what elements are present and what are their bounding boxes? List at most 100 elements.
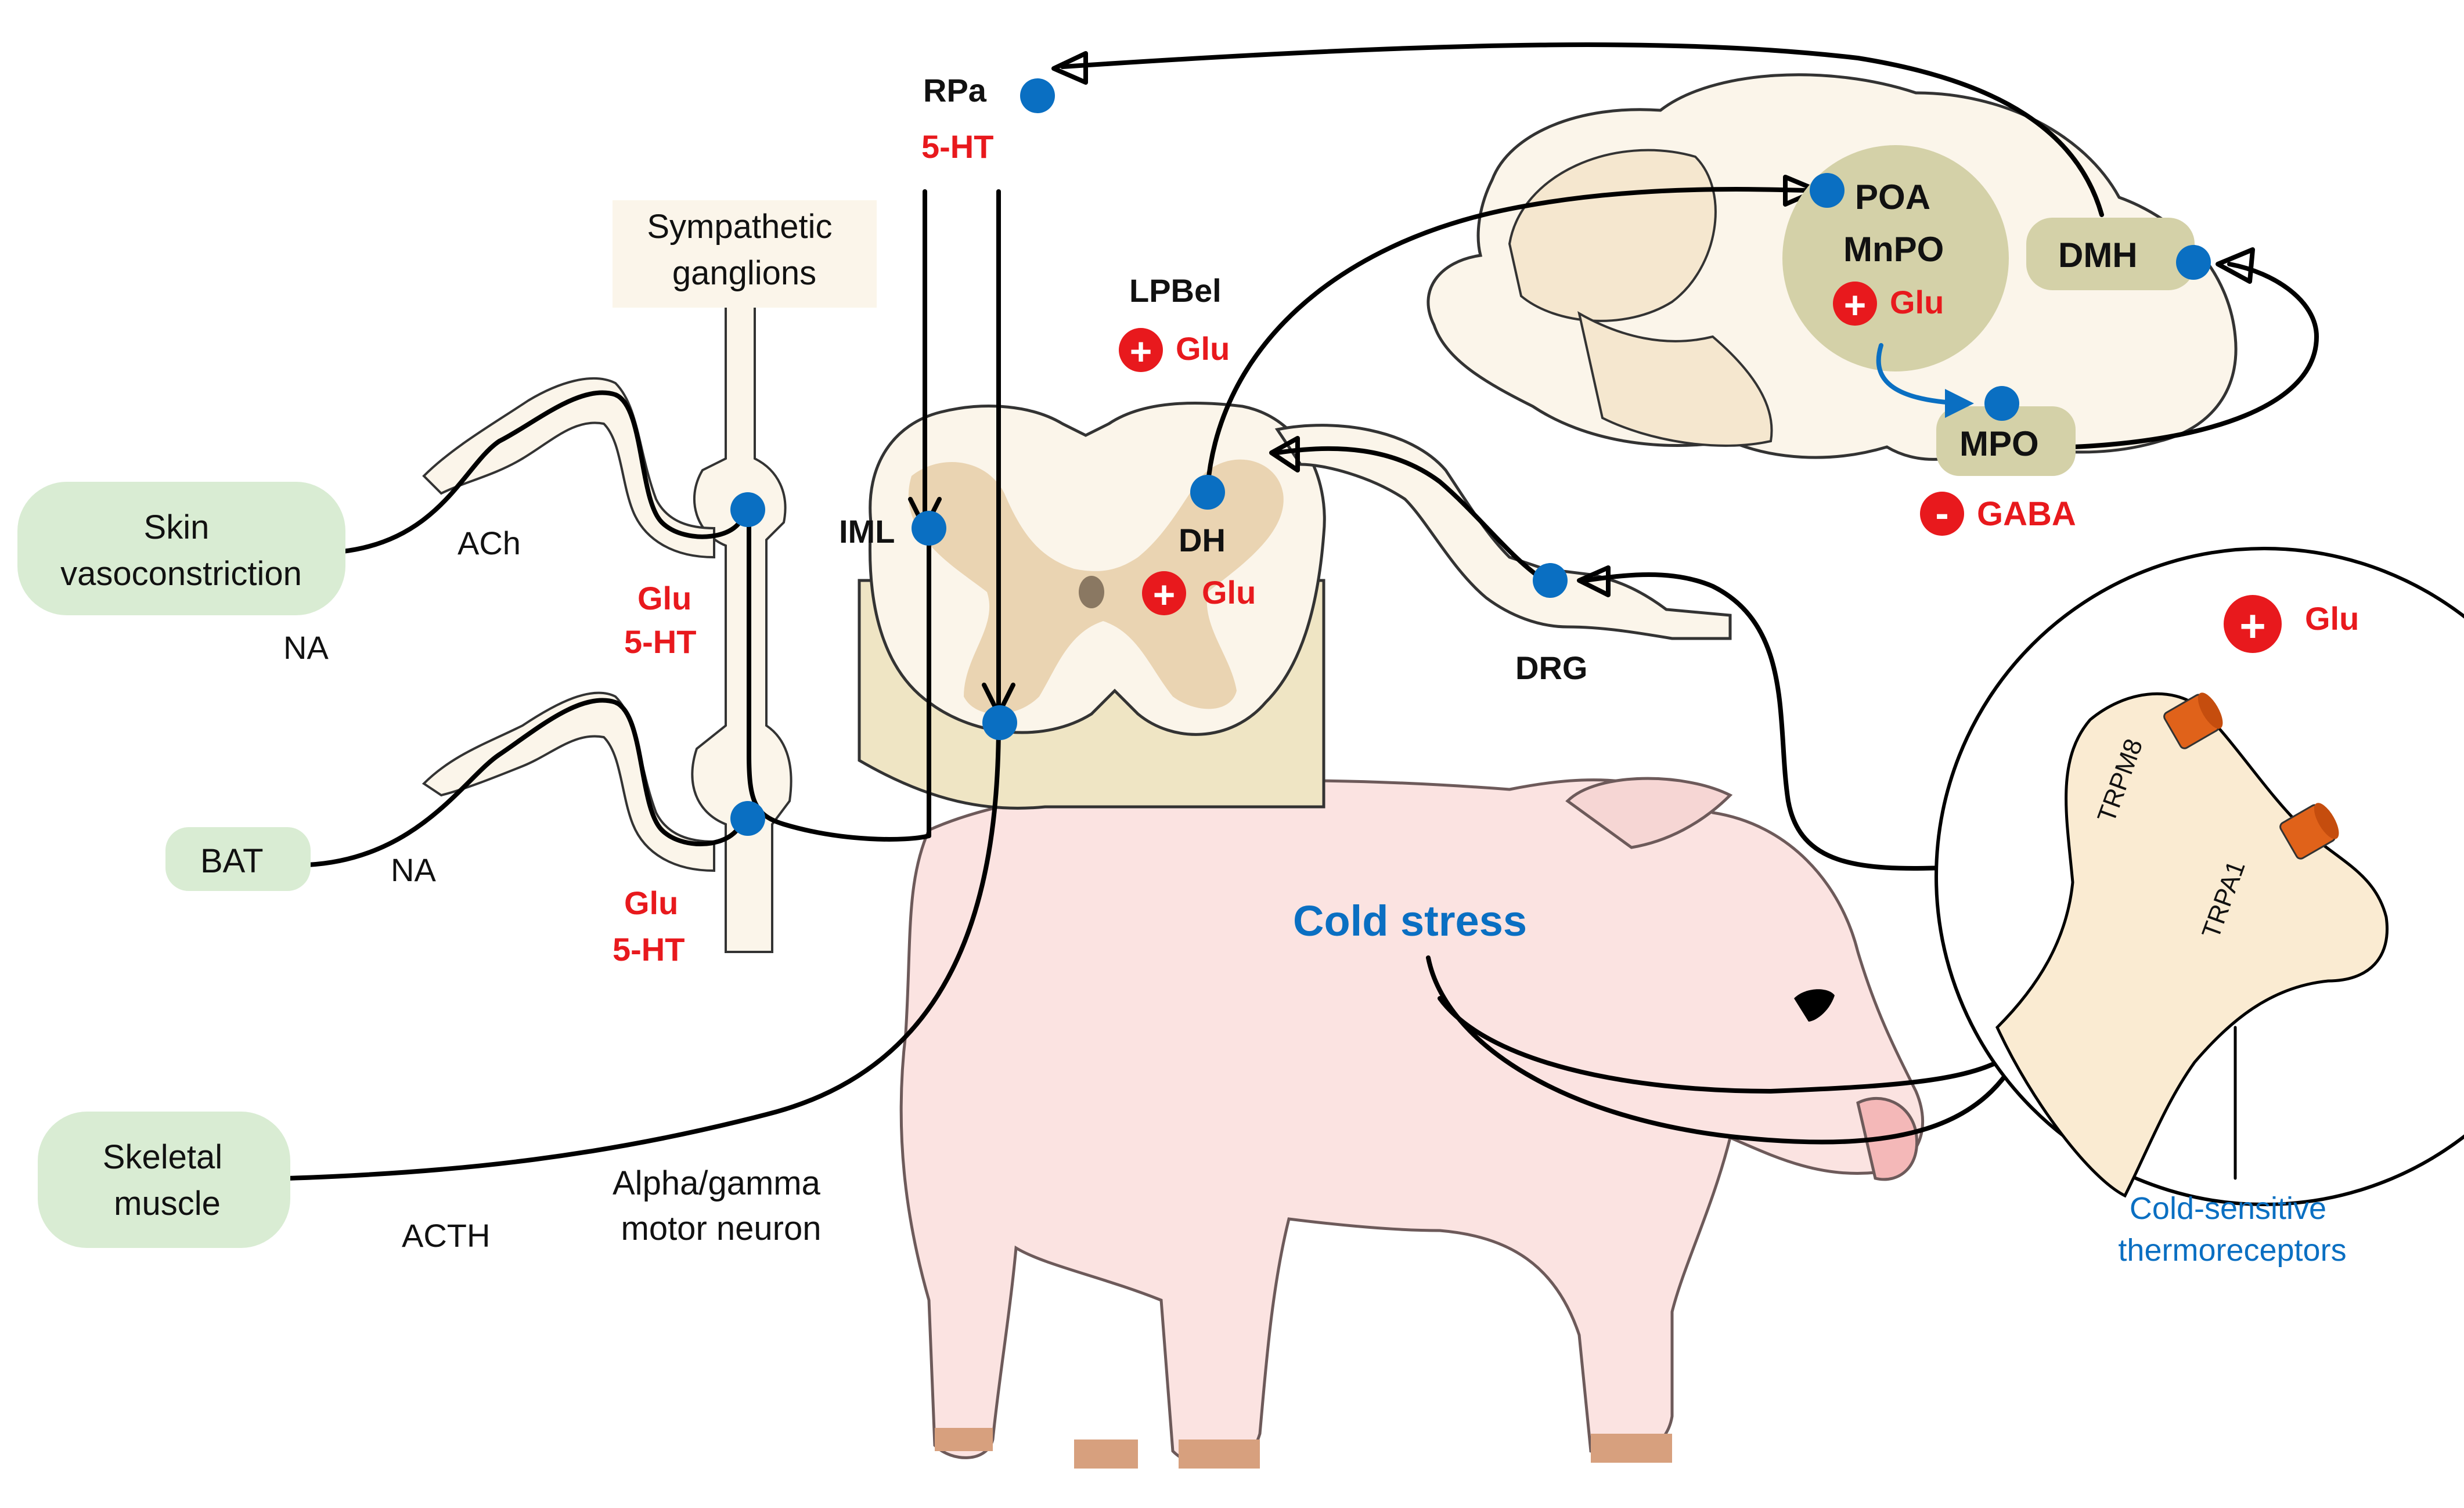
thermoreceptors-line2: thermoreceptors: [2118, 1233, 2346, 1268]
upper-ganglion-5ht-label: 5-HT: [624, 623, 696, 660]
pig-body: [899, 778, 1925, 1469]
lower-ganglion-neuron-dot: [730, 801, 765, 836]
poa-neuron-dot: [1810, 173, 1845, 208]
iml-label: IML: [839, 513, 895, 550]
lpbel-glu-label: Glu: [1176, 330, 1230, 367]
motor-neuron-line2: motor neuron: [621, 1210, 822, 1247]
motor-neuron-line: [285, 720, 1001, 1181]
dh-neuron-dot: [1190, 475, 1225, 510]
poa-to-mpo-arrowhead: [1945, 389, 1974, 418]
target-boxes: [17, 482, 345, 1248]
neuron-dots: [730, 78, 2211, 836]
drg-to-dh-line: [1275, 446, 1547, 583]
na-upper-label: NA: [283, 629, 329, 666]
rpa-5ht-label: 5-HT: [921, 128, 993, 165]
lpbel-plus-icon: [1119, 328, 1163, 372]
central-canal: [1079, 576, 1104, 608]
dmh-to-rpa-arrowhead: [1051, 51, 1088, 85]
acth-label: ACTH: [402, 1217, 490, 1254]
sign-circles: + + + - +: [1119, 282, 2282, 653]
lower-ganglion-5ht-label: 5-HT: [613, 931, 685, 968]
cold-stress-loop-outer: [1426, 955, 2029, 1145]
mpo-nucleus: [1936, 406, 2076, 476]
neural-pathways: [285, 42, 2319, 1181]
dh-label: DH: [1179, 522, 1226, 558]
pig-ear: [1565, 777, 1733, 849]
bat-box: [165, 827, 311, 891]
gaba-minus-sign: -: [1935, 490, 1948, 536]
gaba-minus-icon: [1920, 492, 1964, 536]
dmh-label: DMH: [2058, 236, 2138, 275]
thermoreceptors-line1: Cold-sensitive: [2130, 1191, 2326, 1226]
dmh-to-rpa-line: [1060, 42, 2104, 217]
skin-vasoconstriction-box: [17, 482, 345, 615]
bat-label: BAT: [200, 842, 264, 880]
drg-to-dh-arrowhead: [1269, 436, 1300, 472]
poa-glu-label: Glu: [1890, 284, 1944, 320]
spinal-cord-section: [868, 401, 1326, 736]
ganglia-label-box: [613, 200, 877, 308]
receptor-glu-label: Glu: [2305, 600, 2359, 637]
skeletal-label-line1: Skeletal: [103, 1138, 222, 1176]
spinal-cord: [858, 401, 1732, 810]
skin-label-line2: vasoconstriction: [60, 555, 302, 593]
poa-label: POA: [1855, 178, 1930, 217]
sympathetic-ganglia-label: Sympathetic ganglions: [647, 208, 841, 292]
rpa-neuron-dot: [1020, 78, 1055, 113]
skin-label-line1: Skin: [144, 508, 210, 546]
upper-ganglion-glu-label: Glu: [637, 580, 691, 616]
poa-plus-sign: +: [1844, 283, 1867, 326]
ganglion-to-skin-line: [340, 390, 745, 554]
receptor-to-drg-arrowhead: [1577, 565, 1611, 597]
cold-stress-label: Cold stress: [1293, 897, 1527, 945]
receptor-inset: [1935, 547, 2464, 1206]
upper-ganglion-neuron-dot: [730, 492, 765, 527]
pig-hoof: [935, 1428, 993, 1451]
lpbel-label: LPBel: [1129, 272, 1222, 309]
dmh-nucleus: [2026, 218, 2195, 290]
mpo-label: MPO: [1959, 424, 2039, 463]
sympathetic-ganglia-line2: ganglions: [672, 254, 816, 292]
mnpo-label: MnPO: [1843, 230, 1944, 269]
motor-neuron-line1: Alpha/gamma: [613, 1164, 821, 1202]
receptor-plus-sign: +: [2239, 600, 2266, 651]
sympathetic-trunk: [691, 301, 792, 953]
ventral-horn-neuron-dot: [982, 705, 1017, 740]
mpo-neuron-dot: [1984, 386, 2019, 421]
dh-plus-sign: +: [1153, 573, 1176, 616]
na-lower-label: NA: [391, 852, 436, 888]
receptor-plus-icon: [2224, 595, 2282, 653]
dorsal-root: [1274, 424, 1732, 640]
brainstem: [1577, 311, 1773, 447]
sympathetic-chain: [422, 200, 877, 953]
dh-glu-label: Glu: [1202, 574, 1256, 611]
skin-vasoconstriction-label: Skin vasoconstriction: [60, 508, 302, 593]
pig-illustration: [899, 777, 1925, 1469]
mpo-to-dmh-arrowhead: [2216, 247, 2255, 284]
ach-label: ACh: [458, 525, 521, 561]
lpbel-plus-sign: +: [1130, 330, 1152, 373]
dmh-neuron-dot: [2176, 245, 2211, 280]
receptor-to-drg-line: [1583, 572, 1947, 871]
skeletal-muscle-label: Skeletal muscle: [103, 1138, 232, 1222]
trpa1-channel-icon: [2279, 803, 2339, 860]
skeletal-muscle-box: [38, 1112, 290, 1248]
cold-stress-loop-inner: [1438, 996, 2029, 1094]
rpa-label: RPa: [923, 72, 987, 109]
poa-plus-icon: [1833, 282, 1877, 326]
motor-neuron-label: Alpha/gamma motor neuron: [613, 1164, 830, 1247]
pig-hoof: [1591, 1434, 1672, 1463]
dh-to-poa-line: [1205, 187, 1808, 490]
mpo-to-dmh-line: [2070, 262, 2319, 449]
text-labels: RPa 5-HT Sympathetic ganglions LPBel Glu…: [60, 72, 2359, 1268]
lower-ganglion-glu-label: Glu: [624, 885, 678, 921]
upper-ramus: [422, 377, 715, 559]
trpm8-channel-icon: [2163, 692, 2223, 749]
pig-hoof: [1074, 1440, 1138, 1469]
dh-plus-icon: [1142, 571, 1186, 615]
drg-label: DRG: [1515, 650, 1587, 686]
ganglion-to-bat-line: [305, 698, 745, 867]
pig-hoof: [1179, 1440, 1260, 1469]
gaba-label: GABA: [1977, 495, 2076, 533]
